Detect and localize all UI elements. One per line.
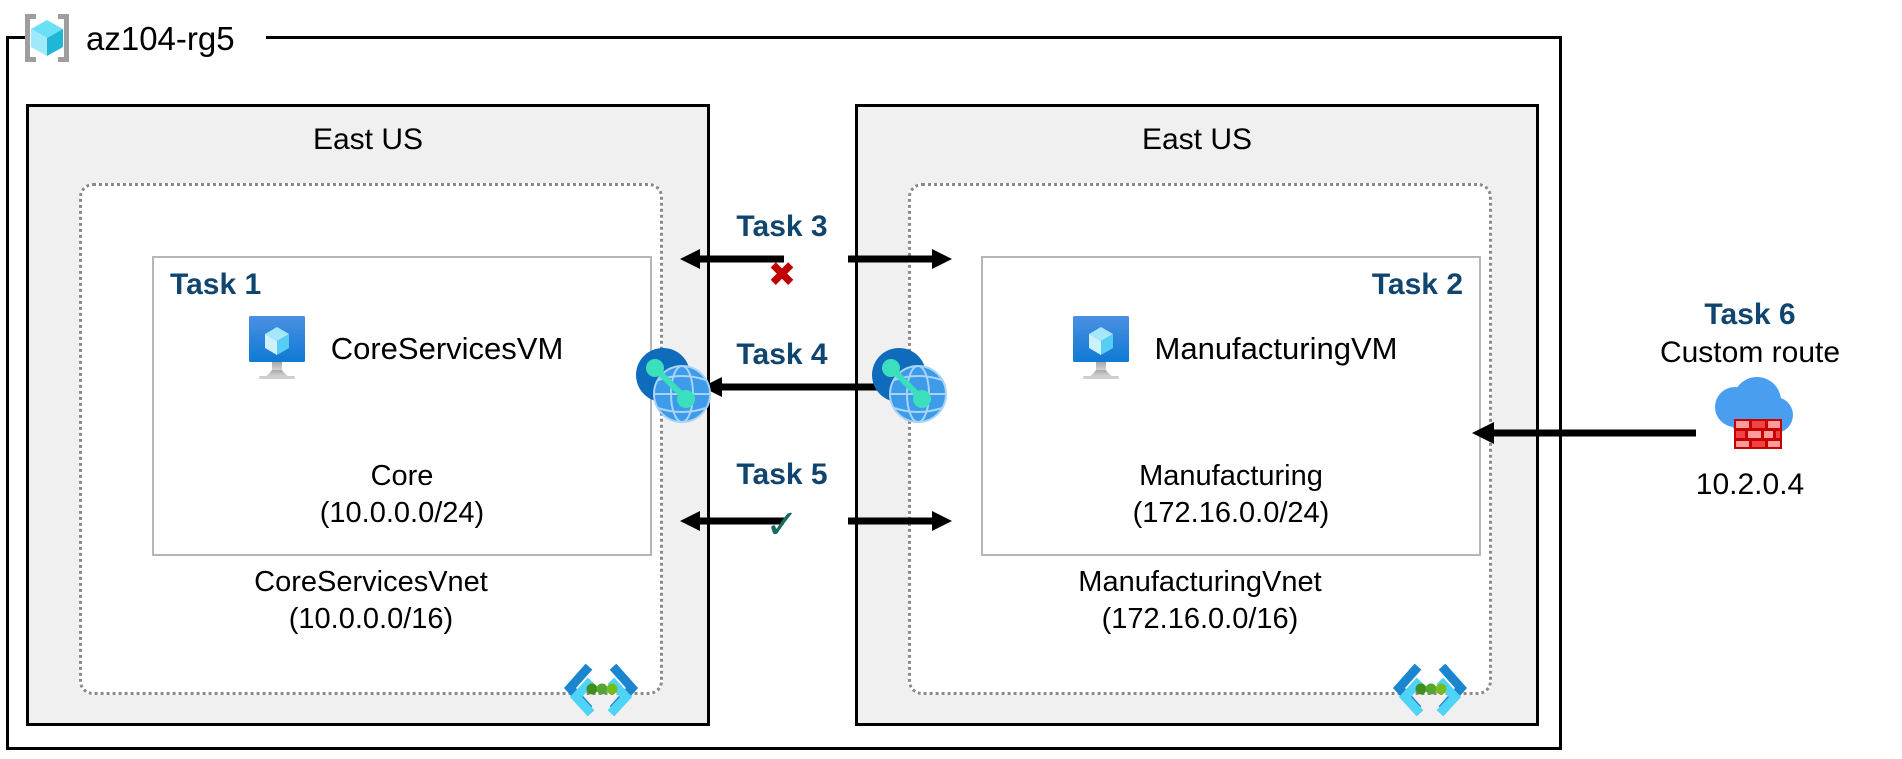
vnet-caption-coreservices: CoreServicesVnet (10.0.0.0/16) — [82, 564, 660, 638]
connection-marker-task5: ✓ — [765, 503, 799, 547]
task-label-4: Task 4 — [736, 338, 828, 371]
subnet-box-manufacturing: Task 2 ManufacturingVM — [981, 256, 1481, 556]
vm-row-coreservices: CoreServicesVM — [154, 316, 650, 382]
connection-arrows-task3 — [680, 249, 952, 269]
region-box-right: East US Task 2 — [855, 104, 1539, 726]
vnet-icon — [563, 663, 639, 718]
resource-group-label: az104-rg5 — [20, 8, 235, 68]
custom-route-block: Task 6 Custom route — [1620, 296, 1880, 502]
subnet-cidr-core: (10.0.0.0/24) — [319, 496, 485, 529]
vnet-name-coreservices: CoreServicesVnet — [254, 565, 488, 598]
task-label-6: Task 6 — [1704, 298, 1796, 331]
connection-arrows-task5 — [680, 511, 952, 531]
vnet-cidr-coreservices: (10.0.0.0/16) — [288, 602, 454, 635]
subnet-box-core: Task 1 — [152, 256, 652, 556]
resource-group-label-gap — [26, 26, 266, 48]
connection-marker-task3: ✖ — [767, 256, 797, 294]
task-label-5: Task 5 — [736, 458, 828, 491]
firewall-cloud-icon — [1695, 377, 1805, 461]
custom-route-arrow — [1472, 422, 1696, 444]
vm-name-manufacturing: ManufacturingVM — [1154, 331, 1398, 366]
virtual-machine-icon — [241, 316, 313, 382]
vnet-caption-manufacturing: ManufacturingVnet (172.16.0.0/16) — [911, 564, 1489, 638]
vnet-box-coreservices: Task 1 — [79, 183, 663, 717]
vnet-cidr-manufacturing: (172.16.0.0/16) — [1101, 602, 1299, 635]
region-box-left: East US Task 1 — [26, 104, 710, 726]
subnet-name-core: Core — [370, 459, 434, 492]
subnet-caption-manufacturing: Manufacturing (172.16.0.0/24) — [983, 458, 1479, 532]
vnet-box-manufacturing: Task 2 ManufacturingVM — [908, 183, 1492, 717]
vnet-peering-icon — [866, 342, 952, 428]
subnet-caption-core: Core (10.0.0.0/24) — [154, 458, 650, 532]
subnet-cidr-manufacturing: (172.16.0.0/24) — [1132, 496, 1330, 529]
task-label-3: Task 3 — [736, 210, 828, 243]
task-label-1: Task 1 — [170, 268, 262, 301]
resource-group-name: az104-rg5 — [86, 19, 235, 57]
virtual-machine-icon — [1065, 316, 1137, 382]
region-title-right: East US — [1141, 123, 1253, 156]
vm-row-manufacturing: ManufacturingVM — [983, 316, 1479, 382]
custom-route-title: Custom route — [1659, 335, 1841, 369]
vnet-peering-icon — [630, 342, 716, 428]
vm-name-coreservices: CoreServicesVM — [330, 331, 564, 366]
custom-route-ip: 10.2.0.4 — [1695, 468, 1805, 501]
vnet-name-manufacturing: ManufacturingVnet — [1078, 565, 1322, 598]
vnet-icon — [1392, 663, 1468, 718]
azure-resource-group-icon — [20, 11, 74, 65]
task-label-2: Task 2 — [1371, 268, 1463, 301]
region-title-left: East US — [312, 123, 424, 156]
subnet-name-manufacturing: Manufacturing — [1139, 459, 1323, 492]
